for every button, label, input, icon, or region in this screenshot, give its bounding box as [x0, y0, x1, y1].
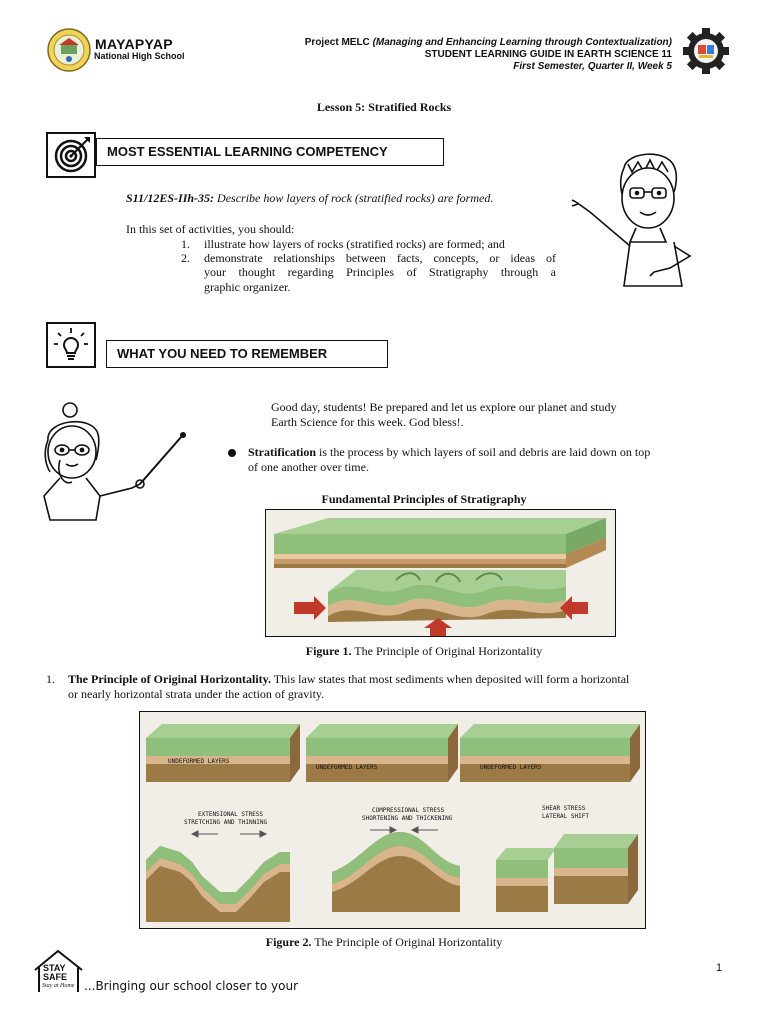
principle-1-number: 1.	[46, 672, 55, 686]
shear-label-2: LATERAL SHIFT	[542, 813, 589, 820]
footer-tagline: ...Bringing our school closer to your	[84, 979, 299, 993]
undeformed-label-2: UNDEFORMED LAYERS	[316, 764, 378, 771]
compressional-label-2: SHORTENING AND THICKENING	[362, 815, 453, 822]
stratification-term: Stratification	[248, 445, 316, 459]
principles-title: Fundamental Principles of Stratigraphy	[321, 492, 527, 506]
stratification-definition: Stratification is the process by which l…	[248, 445, 728, 459]
figure-2-label: Figure 2.	[265, 935, 312, 949]
objective-text-2-line1: demonstrate relationships between facts,…	[204, 251, 556, 265]
target-icon	[54, 137, 90, 173]
objective-text-2-line3: graphic organizer.	[204, 280, 291, 294]
objective-item-1: 1.	[181, 237, 190, 251]
principle-1-title: The Principle of Original Horizontality.	[68, 672, 271, 686]
shear-label-1: SHEAR STRESS	[542, 805, 586, 812]
stay-safe-safe: SAFE	[43, 972, 68, 982]
school-name: MAYAPYAP	[95, 36, 173, 52]
page-number: 1	[716, 962, 723, 974]
objective-text-1: illustrate how layers of rocks (stratifi…	[204, 237, 505, 251]
teacher-boy-illustration	[571, 153, 692, 287]
extensional-label-1: EXTENSIONAL STRESS	[198, 811, 263, 818]
rock-stress-illustration: UNDEFORMED LAYERS UNDEFORMED LAYERS UNDE…	[140, 712, 645, 928]
undeformed-label-1: UNDEFORMED LAYERS	[168, 758, 230, 765]
objective-text-2-line2: your thought regarding Principles of Str…	[204, 265, 556, 279]
stay-safe-stay: STAY	[43, 963, 66, 973]
greeting-line-2: Earth Science for this week. God bless!.	[271, 415, 464, 429]
project-description: (Managing and Enhancing Learning through…	[372, 37, 672, 48]
objective-item-2: 2.	[181, 251, 190, 265]
principle-1-text: The Principle of Original Horizontality.…	[68, 672, 728, 686]
competency-code: S11/12ES-IIh-35:	[126, 191, 215, 205]
document-header: Project MELC (Managing and Enhancing Lea…	[202, 37, 672, 73]
figure-1-label: Figure 1.	[305, 644, 352, 658]
lightbulb-icon-box	[46, 322, 96, 368]
principle-1-description: This law states that most sediments when…	[271, 672, 630, 686]
compressional-label-1: COMPRESSIONAL STRESS	[372, 807, 445, 814]
undeformed-label-3: UNDEFORMED LAYERS	[480, 764, 542, 771]
school-subtitle: National High School	[94, 51, 185, 61]
horizontal-strata-illustration	[266, 510, 615, 636]
semester-label: First Semester, Quarter II, Week 5	[513, 61, 672, 72]
competency-description: Describe how layers of rock (stratified …	[217, 191, 494, 205]
house-icon	[34, 949, 83, 992]
objective-number: 2.	[181, 251, 190, 265]
lesson-title: Lesson 5: Stratified Rocks	[316, 100, 452, 114]
figure-2-caption: Figure 2. The Principle of Original Hori…	[0, 935, 768, 950]
stratification-text: is the process by which layers of soil a…	[316, 445, 651, 459]
remember-heading: WHAT YOU NEED TO REMEMBER	[106, 340, 388, 368]
project-label: Project MELC	[304, 37, 370, 48]
school-logo	[47, 28, 91, 72]
principle-1-text-line2: or nearly horizontal strata under the ac…	[68, 687, 325, 701]
stratification-definition-line2: of one another over time.	[248, 460, 369, 474]
stay-safe-logo: STAY SAFE Stay at Home	[32, 948, 90, 996]
gear-logo	[683, 28, 729, 74]
competency-heading: MOST ESSENTIAL LEARNING COMPETENCY	[96, 138, 444, 166]
activities-intro: In this set of activities, you should:	[126, 222, 295, 236]
figure-1-image	[265, 509, 616, 637]
figure-2-caption-text: The Principle of Original Horizontality	[311, 935, 503, 949]
target-icon-box	[46, 132, 96, 178]
guide-title: STUDENT LEARNING GUIDE IN EARTH SCIENCE …	[424, 49, 672, 60]
competency-statement: S11/12ES-IIh-35: Describe how layers of …	[126, 191, 566, 205]
greeting-line-1: Good day, students! Be prepared and let …	[271, 400, 617, 414]
figure-2-image: UNDEFORMED LAYERS UNDEFORMED LAYERS UNDE…	[139, 711, 646, 929]
teacher-girl-illustration	[43, 402, 186, 521]
stay-safe-home: Stay at Home	[42, 983, 75, 989]
figure-1-caption-text: The Principle of Original Horizontality	[351, 644, 543, 658]
lightbulb-icon	[54, 328, 88, 360]
figure-1-caption: Figure 1. The Principle of Original Hori…	[0, 644, 768, 659]
extensional-label-2: STRETCHING AND THINNING	[184, 819, 267, 826]
bullet-dot	[228, 449, 236, 457]
objective-number: 1.	[181, 237, 190, 251]
